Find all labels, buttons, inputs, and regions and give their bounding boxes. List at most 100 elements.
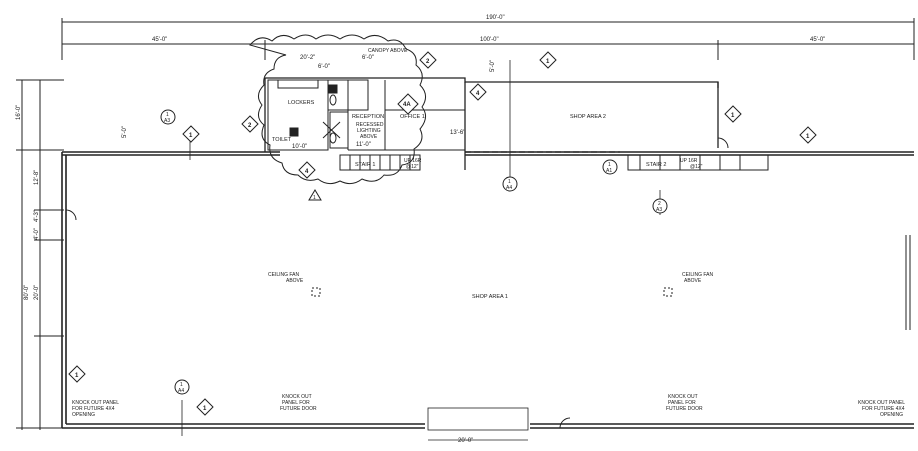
wall-type-tag (298, 161, 316, 179)
reception-width-dimension: 11'-0" (356, 142, 371, 148)
section-sheet: A4 (506, 185, 512, 191)
note-fan-left-2: ABOVE (286, 278, 304, 284)
office-sub2-dimension: 6'-0" (318, 64, 330, 70)
note-fan-left-1: CEILING FAN (268, 272, 300, 278)
toilet-fixtures (289, 84, 341, 144)
section-sheet: A3 (164, 118, 170, 124)
bay-dimension-line (62, 40, 914, 60)
note-ko-right-2: FOR FUTURE 4X4 (862, 406, 905, 412)
section-marker (502, 176, 518, 192)
tag-text: 2 (248, 123, 252, 129)
left-small1-dimension: 12'-8" (34, 170, 40, 185)
note-ko-left-2: FOR FUTURE 4X4 (72, 406, 115, 412)
section-number: 2 (658, 201, 661, 207)
wall-type-tag (241, 115, 259, 133)
revision-triangle (308, 189, 322, 201)
bottom-opening-dimension: 20'-0" (458, 438, 473, 444)
left-small2-dimension: 4'-3" (34, 210, 40, 222)
room-shop-area-1: SHOP AREA 1 (472, 294, 508, 300)
note-ko-right-1: KNOCK OUT PANEL (858, 400, 905, 406)
tag-text: 4A (403, 102, 411, 108)
revision-cloud (249, 34, 426, 185)
revision-number: 1 (313, 195, 316, 201)
tag-text: 1 (731, 113, 735, 119)
step-right-dimension: 5'-0" (490, 60, 496, 72)
wall-type-tag (419, 51, 437, 69)
wall-type-tag (182, 125, 200, 143)
note-ko-mid-4: KNOCK OUT (668, 394, 698, 400)
toilet-width-dimension: 10'-0" (292, 144, 307, 150)
note-ko-right-3: OPENING (880, 412, 903, 418)
office-depth-dimension: 13'-6" (450, 130, 465, 136)
wall-type-tag (539, 51, 557, 69)
note-ko-mid-2: PANEL FOR (282, 400, 310, 406)
note-recessed-1: RECESSED (356, 122, 384, 128)
section-marker (160, 109, 176, 125)
wall-type-tag (799, 126, 817, 144)
room-office: OFFICE 1 (400, 114, 425, 120)
door-swings (65, 137, 911, 429)
section-marker (652, 198, 668, 214)
wall-type-tag (724, 105, 742, 123)
tag-text: 1 (189, 133, 193, 139)
section-sheet: A3 (656, 207, 662, 213)
room-stair-1: STAIR 1 (355, 162, 375, 168)
section-marker (602, 159, 618, 175)
note-ko-left-1: KNOCK OUT PANEL (72, 400, 119, 406)
office-sub-dimension: 6'-0" (362, 55, 374, 61)
tag-text: 2 (426, 59, 430, 65)
left-bay-dimension: 45'-0" (152, 37, 167, 43)
section-number: 1 (608, 162, 611, 168)
main-shop-outline (61, 151, 914, 429)
tag-text: 4 (476, 91, 480, 97)
section-number: 1 (508, 179, 511, 185)
left-small3-dimension: 4'-0" (34, 228, 40, 240)
room-stair-2: STAIR 2 (646, 162, 666, 168)
right-bay-dimension: 45'-0" (810, 37, 825, 43)
room-shop-area-2: SHOP AREA 2 (570, 114, 606, 120)
note-fan-right-1: CEILING FAN (682, 272, 714, 278)
left-depth-top-dimension: 16'-0" (16, 105, 22, 120)
note-up-2a: UP 16R (680, 158, 698, 164)
note-ko-mid-1: KNOCK OUT (282, 394, 312, 400)
wall-type-tag (397, 93, 419, 115)
ceiling-fan-markers (311, 287, 673, 297)
section-number: 1 (180, 382, 183, 388)
note-ko-mid-3: FUTURE DOOR (280, 406, 317, 412)
tag-text: 4 (305, 169, 309, 175)
note-ko-left-3: OPENING (72, 412, 95, 418)
wall-type-tag (196, 398, 214, 416)
wall-type-tag (68, 365, 86, 383)
overall-dimension-line (61, 18, 915, 60)
note-canopy: CANOPY ABOVE (368, 48, 408, 54)
overall-dimension: 190'-0" (486, 15, 505, 21)
section-number: 1 (166, 112, 169, 118)
note-recessed-2: LIGHTING (357, 128, 381, 134)
room-reception: RECEPTION (352, 114, 384, 120)
left-depth-main-dimension: 80'-0" (24, 285, 30, 300)
center-bay-dimension: 100'-0" (480, 37, 499, 43)
tag-text: 1 (806, 134, 810, 140)
left-dimension-lines (16, 79, 64, 430)
note-up-1b: @12" (406, 164, 419, 170)
note-recessed-3: ABOVE (360, 134, 378, 140)
grid-lines (181, 60, 661, 441)
note-ko-mid-5: PANEL FOR (668, 400, 696, 406)
left-mid-dimension: 20'-0" (34, 285, 40, 300)
section-sheet: A1 (606, 168, 612, 174)
tag-text: 1 (546, 59, 550, 65)
note-up-1a: UP 16R (404, 158, 422, 164)
section-marker (174, 379, 190, 395)
note-up-2b: @12" (690, 164, 703, 170)
room-toilet: TOILET (272, 137, 292, 143)
note-fan-right-2: ABOVE (684, 278, 702, 284)
step-left-dimension: 5'-0" (122, 126, 128, 138)
note-ko-mid-6: FUTURE DOOR (666, 406, 703, 412)
office-width-dimension: 20'-2" (300, 55, 315, 61)
tag-text: 1 (75, 373, 79, 379)
tag-text: 1 (203, 406, 207, 412)
stair-2 (627, 154, 769, 171)
wall-type-tag (469, 83, 487, 101)
room-lockers: LOCKERS (288, 100, 315, 106)
